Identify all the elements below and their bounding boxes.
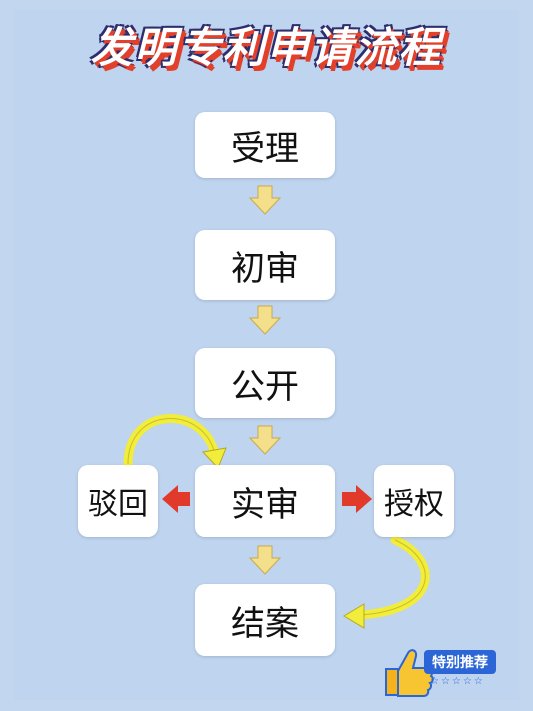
- diagram-title: 发明专利申请流程: [90, 23, 443, 72]
- badge-label: 特别推荐: [424, 650, 496, 674]
- arrow-preliminary-to-publish: [248, 305, 282, 335]
- arrow-accept-to-preliminary: [248, 185, 282, 215]
- step-publish: 公开: [195, 348, 335, 418]
- badge-stars: ☆☆☆☆☆: [430, 676, 485, 687]
- curve-grant-to-close: [343, 535, 430, 629]
- step-preliminary: 初审: [195, 230, 335, 300]
- step-grant: 授权: [374, 465, 454, 537]
- step-close: 结案: [195, 584, 335, 656]
- curve-reject-to-substantive: [123, 414, 227, 469]
- step-substantive: 实审: [195, 465, 335, 537]
- arrow-substantive-to-grant: [342, 485, 372, 513]
- arrow-substantive-to-reject: [162, 485, 190, 513]
- thumbs-up-icon: [385, 649, 434, 697]
- arrow-substantive-to-close: [248, 545, 282, 575]
- arrow-publish-to-substantive: [248, 425, 282, 455]
- step-reject: 驳回: [78, 465, 158, 537]
- step-accept: 受理: [195, 112, 335, 178]
